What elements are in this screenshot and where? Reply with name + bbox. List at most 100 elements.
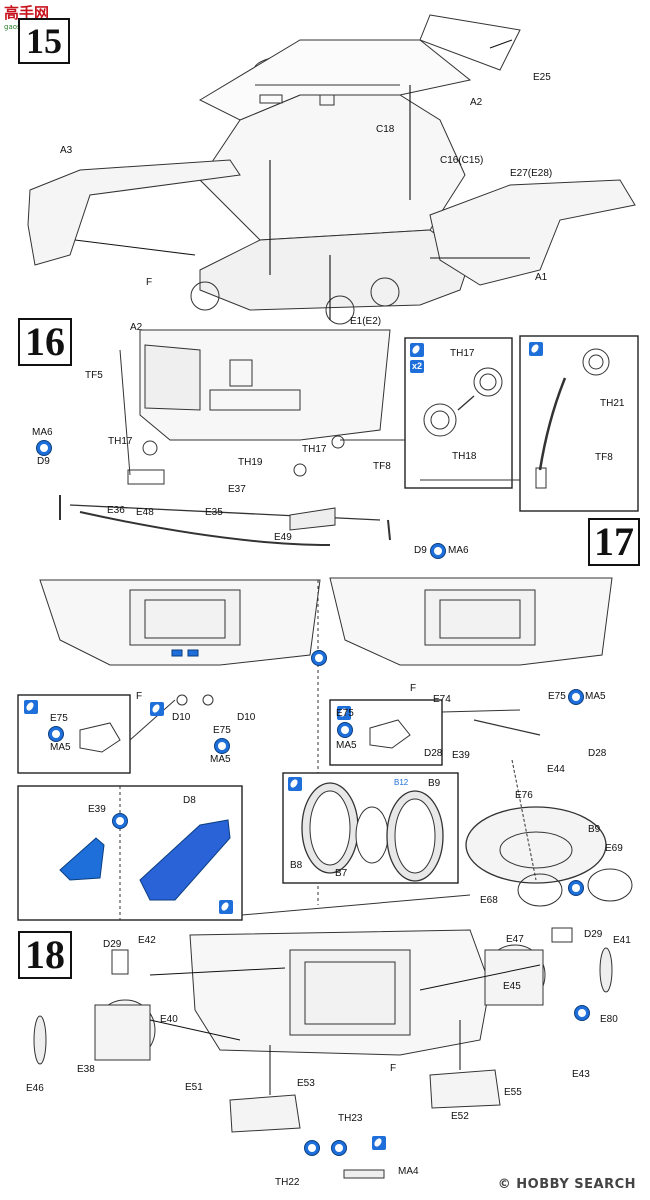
label-e69: E69 xyxy=(605,843,623,854)
label-e55: E55 xyxy=(504,1087,522,1098)
glue-icon-17j xyxy=(288,777,302,791)
label-e74: E74 xyxy=(433,694,451,705)
label-e40: E40 xyxy=(160,1014,178,1025)
label-e36: E36 xyxy=(107,505,125,516)
label-inset-th18: TH18 xyxy=(452,451,477,462)
glue-icon-17 xyxy=(529,342,543,356)
label-detail-ma5: MA5 xyxy=(50,742,71,753)
step-17-number: 17 xyxy=(588,518,640,566)
label-wheel-b7: B7 xyxy=(335,868,348,879)
cut-icon-17g xyxy=(568,880,584,896)
label-ma5r: MA5 xyxy=(585,691,606,702)
inset-light-17 xyxy=(535,348,610,489)
hull-body-16 xyxy=(59,329,391,546)
cut-icon-17a xyxy=(214,738,230,754)
label-e68: E68 xyxy=(480,895,498,906)
glue-icon-17c xyxy=(24,700,38,714)
label-th23: TH23 xyxy=(338,1113,363,1124)
label-e75: E75 xyxy=(213,725,231,736)
fender-right-15 xyxy=(429,179,636,286)
label-a3: A3 xyxy=(60,145,73,156)
step-15-number: 15 xyxy=(18,18,70,64)
wheel-assembly-b9 xyxy=(465,759,633,907)
label-e48: E48 xyxy=(136,507,154,518)
label-e39: E39 xyxy=(452,750,470,761)
label-e47: E47 xyxy=(506,934,524,945)
hull-body-15 xyxy=(198,14,521,311)
cut-icon-18c xyxy=(331,1140,347,1156)
glue-icon-17b xyxy=(150,702,164,716)
label-ma6b: MA6 xyxy=(448,545,469,556)
hull-rear-18 xyxy=(33,927,613,1179)
label-e80: E80 xyxy=(600,1014,618,1025)
cut-icon-2 xyxy=(430,543,446,559)
label-e46: E46 xyxy=(26,1083,44,1094)
label-f-17r: F xyxy=(410,683,417,694)
label-th19: TH19 xyxy=(238,457,263,468)
label-a1: A1 xyxy=(535,272,548,283)
label-tf5: TF5 xyxy=(85,370,103,381)
cut-icon-17d xyxy=(48,726,64,742)
step-16-number: 16 xyxy=(18,318,72,366)
inset-knob-16 xyxy=(423,367,503,437)
label-d28a: D28 xyxy=(424,748,443,759)
label-color-e39: E39 xyxy=(88,804,106,815)
label-e52: E52 xyxy=(451,1111,469,1122)
cut-icon-17e xyxy=(311,650,327,666)
label-tf8: TF8 xyxy=(373,461,391,472)
label-e41: E41 xyxy=(613,935,631,946)
label-wheel-b9: B9 xyxy=(428,778,441,789)
label-b9r: B9 xyxy=(588,824,601,835)
label-e37: E37 xyxy=(228,484,246,495)
label-a2: A2 xyxy=(470,97,483,108)
label-e27: E27(E28) xyxy=(510,168,553,179)
label-wheel-b8: B8 xyxy=(290,860,303,871)
glue-icon-17h xyxy=(337,706,351,720)
label-d29a: D29 xyxy=(103,939,122,950)
label-inset-th17: TH17 xyxy=(450,348,475,359)
footer-brand: © HOBBY SEARCH xyxy=(498,1177,636,1192)
label-a2-16: A2 xyxy=(130,322,143,333)
wheels-15 xyxy=(190,277,400,325)
label-d29b: D29 xyxy=(584,929,603,940)
label-e43: E43 xyxy=(572,1069,590,1080)
cut-icon-17k xyxy=(112,813,128,829)
tire-b8-17 xyxy=(301,782,444,882)
label-ma4: MA4 xyxy=(398,1166,419,1177)
cut-icon-18a xyxy=(574,1005,590,1021)
badge-b12: B12 xyxy=(394,778,409,787)
cut-icon xyxy=(36,440,52,456)
label-color-d8: D8 xyxy=(183,795,196,806)
label-th17b: TH17 xyxy=(302,444,327,455)
label-e51: E51 xyxy=(185,1082,203,1093)
label-e49: E49 xyxy=(274,532,292,543)
label-e76: E76 xyxy=(515,790,533,801)
label-ma5: MA5 xyxy=(210,754,231,765)
label-th21: TH21 xyxy=(600,398,625,409)
label-d28b: D28 xyxy=(588,748,607,759)
label-f-18: F xyxy=(390,1063,397,1074)
label-e25: E25 xyxy=(533,72,551,83)
cut-icon-18b xyxy=(304,1140,320,1156)
label-f: F xyxy=(146,277,153,288)
label-detail-r-e75: E75 xyxy=(336,708,354,719)
label-d10b: D10 xyxy=(237,712,256,723)
hull-rear-17-right xyxy=(329,577,613,666)
copyright-symbol: © xyxy=(497,1177,512,1192)
label-c18: C18 xyxy=(376,124,395,135)
watermark-brand: 高手网 xyxy=(4,4,50,22)
label-th22: TH22 xyxy=(275,1177,300,1188)
multiply-badge: x2 xyxy=(410,360,424,373)
label-detail-e75: E75 xyxy=(50,713,68,724)
step-18-number: 18 xyxy=(18,931,72,979)
label-th17: TH17 xyxy=(108,436,133,447)
glue-icon-18 xyxy=(372,1136,386,1150)
glue-icon-17l xyxy=(219,900,233,914)
label-e1: E1(E2) xyxy=(350,316,382,327)
label-d9b: D9 xyxy=(414,545,427,556)
brand-name: HOBBY SEARCH xyxy=(516,1177,636,1192)
cut-icon-17i xyxy=(337,722,353,738)
label-tf8-17: TF8 xyxy=(595,452,613,463)
label-e35: E35 xyxy=(205,507,223,518)
